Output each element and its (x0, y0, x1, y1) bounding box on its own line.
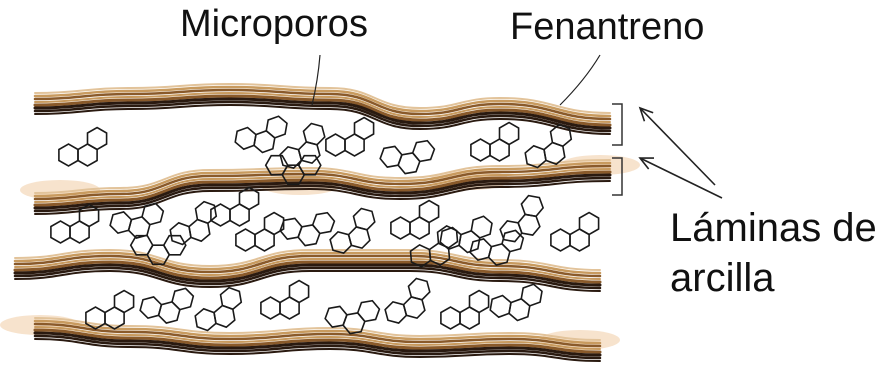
benzene-ring (470, 291, 489, 313)
benzene-ring (194, 307, 217, 332)
benzene-ring (59, 144, 78, 166)
phenanthrene-molecule (439, 210, 493, 256)
benzene-ring (411, 137, 436, 164)
phenanthrene-molecule (378, 128, 436, 180)
benzene-ring (441, 307, 460, 329)
phenanthrene-molecule (211, 188, 259, 227)
benzene-ring (520, 283, 543, 308)
benzene-ring (115, 291, 134, 313)
leader-line-fenantreno (560, 55, 600, 105)
benzene-ring (290, 281, 309, 303)
benzene-ring (213, 304, 236, 329)
benzene-ring (420, 201, 439, 223)
phenanthrene-molecule (551, 213, 599, 252)
phenanthrene-molecule (234, 110, 288, 156)
clay-sheet-4 (35, 318, 600, 361)
benzene-ring (391, 217, 410, 239)
label-fenantreno: Fenantreno (510, 8, 704, 46)
benzene-ring (195, 200, 218, 225)
arrow-shaft (640, 108, 715, 185)
phenanthrene-molecule (191, 286, 245, 332)
benzene-ring (261, 297, 280, 319)
label-laminas-line1: Láminas de (670, 208, 877, 248)
benzene-ring (489, 294, 512, 319)
phenanthrene-molecule (391, 201, 439, 240)
benzene-ring (508, 297, 531, 322)
phenanthrene-molecule (59, 128, 107, 167)
benzene-ring (253, 129, 276, 154)
phenanthrene-molecule (326, 118, 374, 157)
benzene-ring (161, 231, 189, 260)
benzene-ring (265, 115, 288, 140)
phenanthrene-molecule (324, 206, 380, 256)
phenanthrene-molecule (379, 276, 435, 326)
label-laminas-line2: arcilla (670, 258, 774, 298)
benzene-ring (211, 204, 230, 226)
phenanthrene-molecule (489, 278, 543, 324)
benzene-ring (236, 229, 255, 251)
benzene-ring (234, 126, 257, 151)
benzene-ring (188, 218, 211, 243)
benzene-ring (470, 215, 493, 240)
benzene-ring (171, 286, 195, 312)
benzene-ring (51, 221, 70, 243)
benzene-ring (580, 213, 599, 235)
arrow-icon (640, 108, 715, 185)
benzene-ring (500, 123, 519, 145)
phenanthrene-molecule (261, 281, 309, 320)
arrow-icon (640, 158, 722, 198)
phenanthrene-molecule (274, 121, 330, 171)
phenanthrene-molecule (236, 213, 284, 252)
bracket-icon (612, 104, 622, 145)
benzene-ring (356, 297, 381, 324)
benzene-ring (88, 128, 107, 150)
phenanthrene-molecule (441, 291, 489, 330)
benzene-ring (326, 134, 345, 156)
clay-sheet-2 (35, 160, 610, 214)
label-microporos: Microporos (180, 5, 368, 43)
phenanthrene-molecule (166, 200, 220, 246)
benzene-ring (311, 209, 336, 236)
benzene-ring (220, 286, 243, 311)
benzene-ring (355, 118, 374, 140)
phenanthrene-molecule (278, 200, 336, 252)
arrow-shaft (640, 158, 722, 198)
phenanthrene-molecule (471, 123, 519, 162)
benzene-ring (458, 229, 481, 254)
benzene-ring (471, 139, 490, 161)
benzene-ring (169, 221, 192, 246)
benzene-ring (551, 229, 570, 251)
